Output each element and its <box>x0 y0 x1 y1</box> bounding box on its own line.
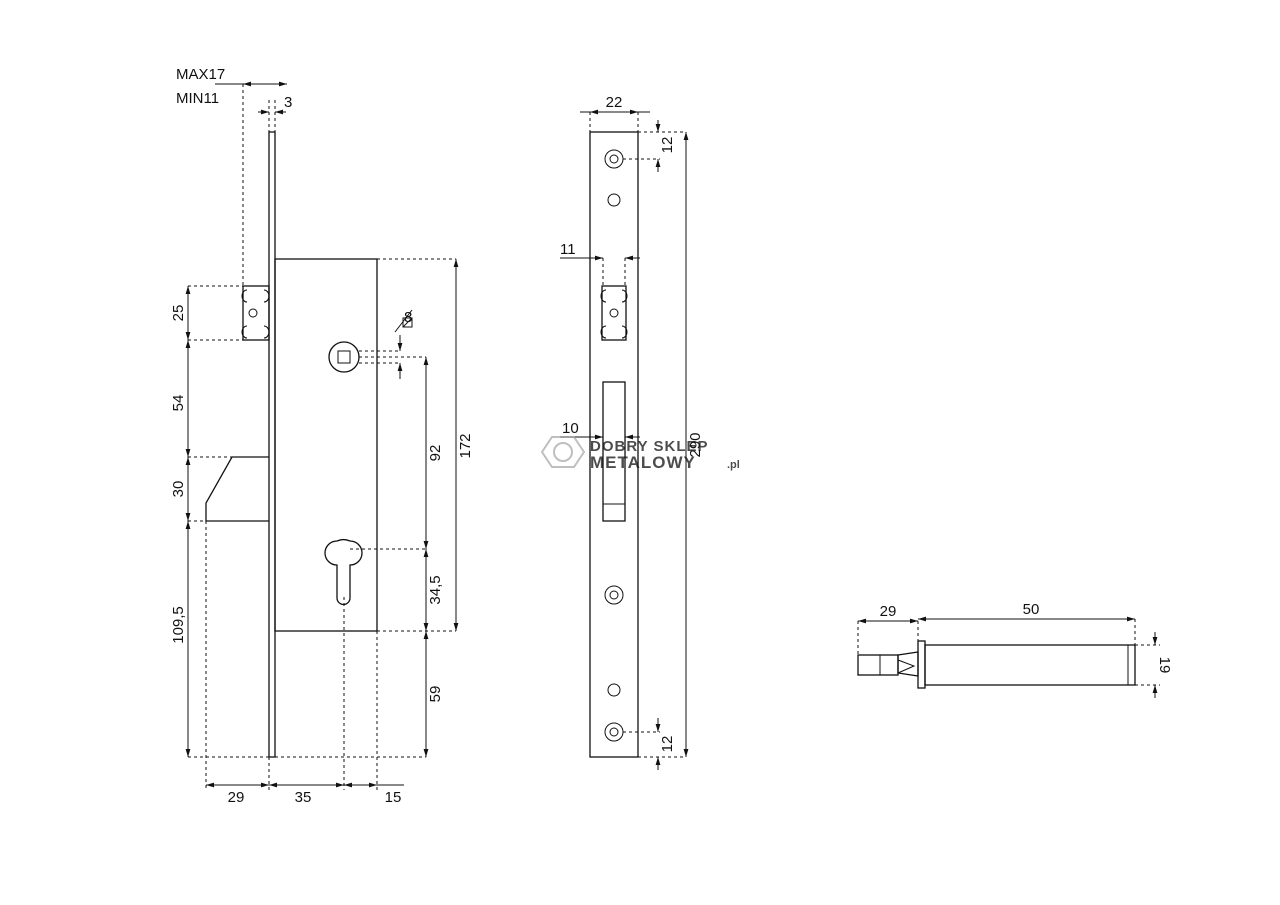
label-54: 54 <box>170 395 187 412</box>
faceplate-strip <box>268 131 276 758</box>
spindle-hub <box>328 341 360 373</box>
label-50: 50 <box>1023 601 1040 618</box>
deadbolt-block <box>242 285 270 341</box>
label-172: 172 <box>457 433 474 458</box>
faceplate <box>589 131 639 758</box>
cylinder-cutout <box>324 539 363 606</box>
label-25: 25 <box>170 305 187 322</box>
label-34-5: 34,5 <box>427 575 444 604</box>
label-29-bottom: 29 <box>228 789 245 806</box>
label-12-bottom: 12 <box>659 736 676 753</box>
label-290: 290 <box>687 432 704 457</box>
nut-icon <box>540 436 586 468</box>
lock-side-view: MAX17 MIN11 3 25 54 30 109,5 29 35 15 8 … <box>170 66 474 806</box>
watermark-logo: DOBRY SKLEP METALOWY .pl <box>540 436 740 472</box>
watermark-suffix: .pl <box>727 459 740 471</box>
label-min11: MIN11 <box>176 90 219 107</box>
bolt-body <box>924 644 1136 686</box>
label-22: 22 <box>606 94 623 111</box>
label-92: 92 <box>427 445 444 462</box>
lock-case <box>274 258 378 632</box>
label-19: 19 <box>1156 657 1173 674</box>
label-10: 10 <box>562 420 579 437</box>
latch-bolt <box>205 456 269 522</box>
label-11: 11 <box>560 241 576 258</box>
label-109-5: 109,5 <box>170 606 187 644</box>
label-3: 3 <box>284 94 292 111</box>
label-15: 15 <box>385 789 402 806</box>
label-8: 8 <box>404 309 412 326</box>
faceplate-front-view: 22 12 11 10 290 12 <box>560 94 704 770</box>
label-30: 30 <box>170 481 187 498</box>
label-35: 35 <box>295 789 312 806</box>
bolt-side-view: 29 50 19 <box>857 601 1173 698</box>
bolt-flange <box>917 640 926 689</box>
label-59: 59 <box>427 686 444 703</box>
label-max17: MAX17 <box>176 66 225 83</box>
deadbolt-opening <box>601 285 627 341</box>
watermark-line1: DOBRY SKLEP <box>590 438 709 455</box>
watermark-line2: METALOWY <box>590 453 696 472</box>
label-12-top: 12 <box>659 137 676 154</box>
label-29-right: 29 <box>880 603 897 620</box>
latch-opening <box>602 381 626 522</box>
